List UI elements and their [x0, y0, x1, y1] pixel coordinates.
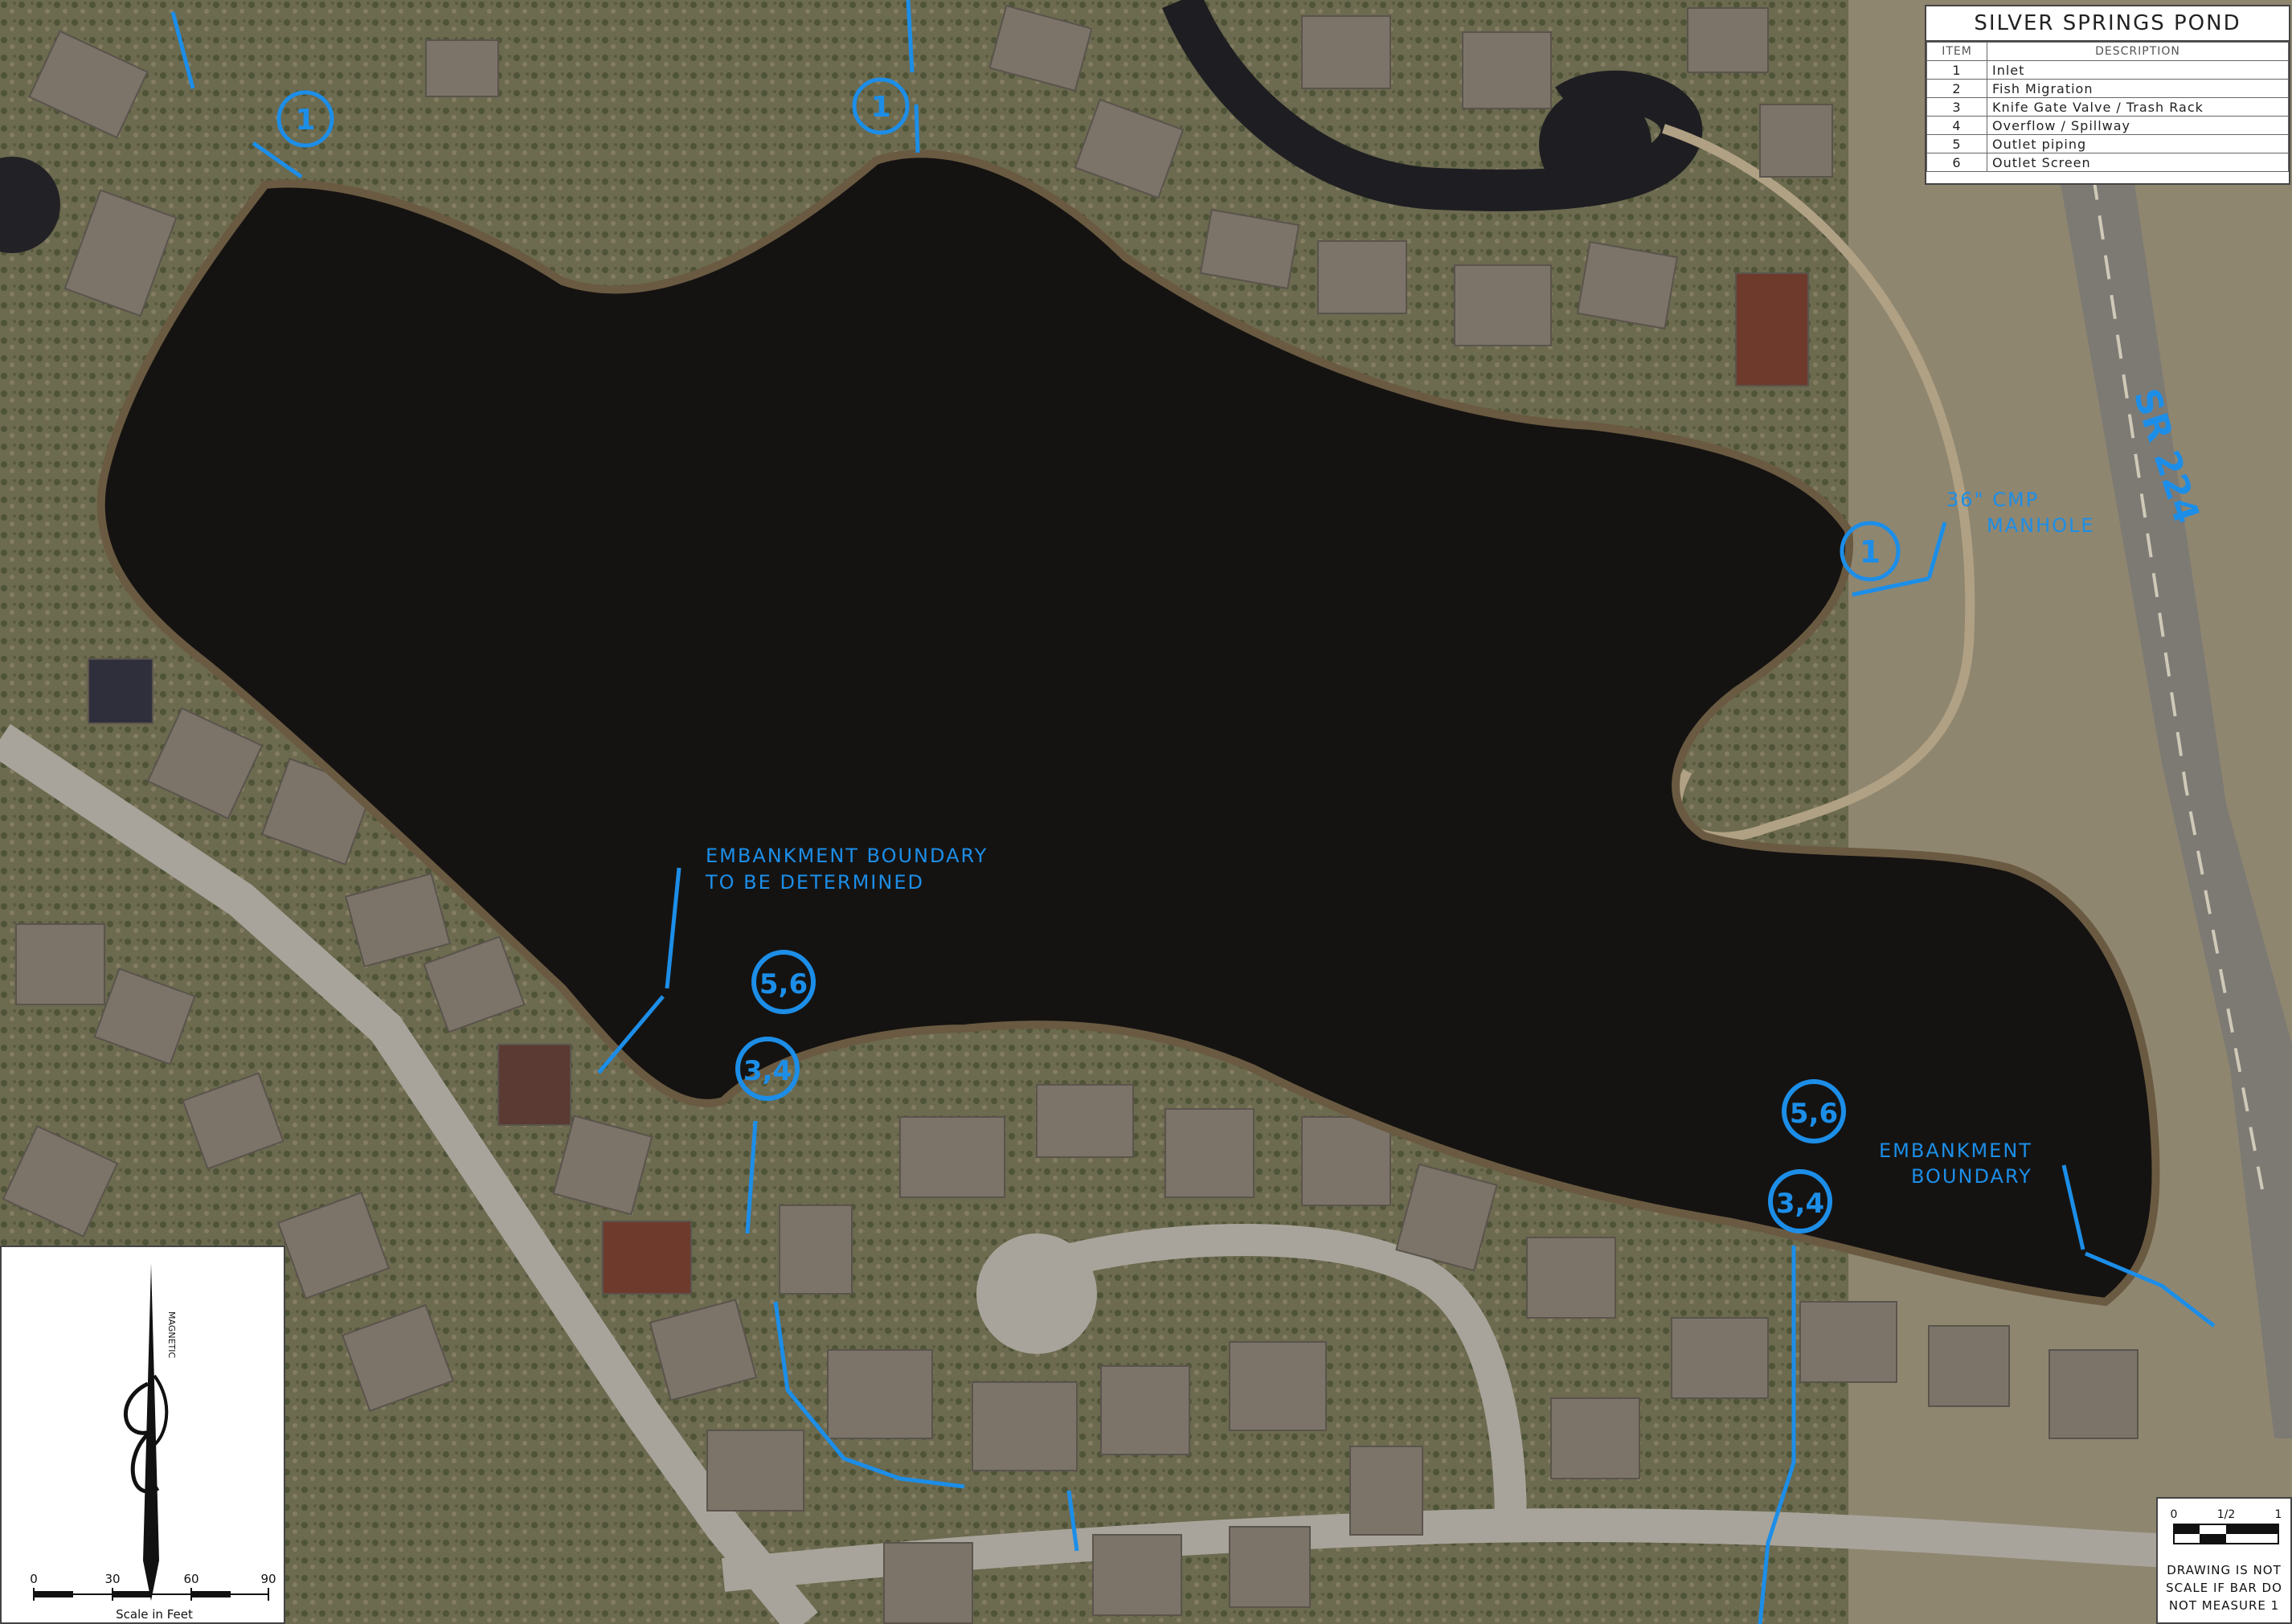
marker-inlet-east[interactable]: 1 — [1840, 521, 1901, 582]
marker-outlet-south-56[interactable]: 5,6 — [1782, 1079, 1846, 1143]
verify-note-line1: DRAWING IS NOT — [2167, 1563, 2282, 1577]
marker-inlet-north[interactable]: 1 — [852, 77, 910, 135]
marker-inlet-northwest-label: 1 — [295, 104, 315, 137]
north-arrow-label: MAGNETIC — [166, 1311, 177, 1358]
houses — [2, 4, 2139, 1624]
legend-rows: ITEM DESCRIPTION 1 Inlet 2 Fish Migratio… — [1926, 42, 2289, 172]
legend-row-description: Overflow / Spillway — [1987, 116, 2289, 135]
cmp-label-line1: 36" CMP — [1946, 489, 2039, 511]
legend-row: 4 Overflow / Spillway — [1926, 116, 2289, 135]
legend-row: 5 Outlet piping — [1926, 134, 2289, 153]
embankment-label-line2: BOUNDARY — [1911, 1165, 2032, 1188]
verify-note-line2: SCALE IF BAR DO — [2166, 1581, 2282, 1595]
embankment-tbd-line2: TO BE DETERMINED — [705, 871, 924, 894]
legend-header-description: DESCRIPTION — [1987, 42, 2289, 61]
legend-row-description: Knife Gate Valve / Trash Rack — [1987, 97, 2289, 117]
highway-centerline — [2080, 96, 2264, 1190]
cul-de-sac-northwest — [0, 157, 60, 253]
legend-row-item: 5 — [1926, 134, 1987, 153]
north-arrow-icon — [124, 1263, 169, 1601]
embankment-label-line1: EMBANKMENT — [1879, 1139, 2032, 1162]
scale-tick-0: 0 — [30, 1572, 38, 1586]
cul-de-sac-south — [976, 1233, 1097, 1354]
legend-row-description: Fish Migration — [1987, 79, 2289, 98]
north-arrow-graphic: MAGNETIC 0 30 60 90 Scale in Feet — [30, 1263, 276, 1622]
scale-tick-90: 90 — [260, 1572, 276, 1586]
legend-header-item: ITEM — [1926, 42, 1987, 61]
legend-row: 2 Fish Migration — [1926, 79, 2289, 98]
cul-de-sac-north — [1539, 88, 1651, 201]
legend-title: SILVER SPRINGS POND — [1926, 6, 2289, 42]
legend-row-description: Inlet — [1987, 60, 2289, 80]
scale-verification-box: 0 1/2 1 DRAWING IS NOT SCALE IF BAR DO N… — [2156, 1497, 2292, 1624]
marker-inlet-north-label: 1 — [870, 91, 890, 124]
legend-row-item: 3 — [1926, 97, 1987, 117]
highway-sr-224 — [2045, 96, 2292, 1438]
legend-row-item: 1 — [1926, 60, 1987, 80]
marker-outlet-west-56-label: 5,6 — [759, 968, 808, 1000]
legend-row: 6 Outlet Screen — [1926, 153, 2289, 172]
embankment-tbd-line1: EMBANKMENT BOUNDARY — [706, 845, 988, 867]
verify-tick-half: 1/2 — [2217, 1508, 2236, 1521]
silver-springs-pond — [96, 149, 2160, 1307]
legend-row: 1 Inlet — [1926, 60, 2289, 80]
legend-row-item: 4 — [1926, 116, 1987, 135]
verify-tick-1: 1 — [2275, 1508, 2282, 1521]
verify-tick-0: 0 — [2171, 1508, 2178, 1521]
legend-row-item: 6 — [1926, 153, 1987, 172]
marker-inlet-east-label: 1 — [1860, 534, 1881, 570]
marker-outlet-west-34[interactable]: 3,4 — [735, 1037, 800, 1101]
marker-outlet-south-34[interactable]: 3,4 — [1768, 1169, 1832, 1233]
marker-outlet-west-34-label: 3,4 — [743, 1055, 792, 1087]
markup-lines — [170, 0, 2216, 1624]
legend-row-description: Outlet piping — [1987, 134, 2289, 153]
scale-tick-60: 60 — [183, 1572, 199, 1586]
north-arrow-panel: MAGNETIC 0 30 60 90 Scale in Feet — [0, 1246, 285, 1624]
legend-row-description: Outlet Screen — [1987, 153, 2289, 172]
scale-label: Scale in Feet — [116, 1607, 193, 1622]
cul-de-sac-road-north — [1162, 0, 1703, 211]
legend-row-item: 2 — [1926, 79, 1987, 98]
verify-note-line3: NOT MEASURE 1 — [2168, 1598, 2280, 1613]
legend-table: SILVER SPRINGS POND ITEM DESCRIPTION 1 I… — [1925, 5, 2290, 185]
scale-bar — [33, 1588, 269, 1601]
road-west — [0, 723, 818, 1624]
legend-header-row: ITEM DESCRIPTION — [1926, 42, 2289, 61]
legend-row: 3 Knife Gate Valve / Trash Rack — [1926, 97, 2289, 117]
marker-inlet-northwest[interactable]: 1 — [276, 90, 334, 148]
road-south-curve — [1006, 1223, 1527, 1528]
marker-outlet-south-56-label: 5,6 — [1790, 1098, 1838, 1130]
marker-outlet-west-56[interactable]: 5,6 — [751, 950, 816, 1014]
verification-bar: 0 1/2 1 — [2171, 1508, 2282, 1544]
cmp-label-line2: MANHOLE — [1987, 514, 2095, 537]
marker-outlet-south-34-label: 3,4 — [1776, 1188, 1824, 1220]
scale-tick-30: 30 — [104, 1572, 120, 1586]
